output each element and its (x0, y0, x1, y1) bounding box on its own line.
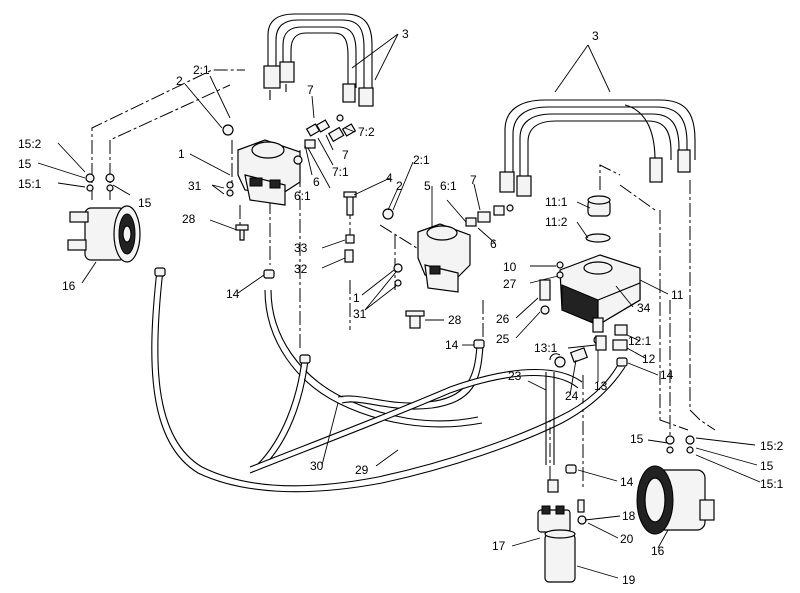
upper-hoses-right (499, 99, 696, 197)
callout-label: 13:1 (534, 341, 558, 355)
callout-label: 34 (637, 301, 651, 315)
hose-fitting (677, 149, 691, 173)
callout-label: 2 (396, 179, 403, 193)
callout-label: 7:1 (332, 165, 349, 179)
callout-label: 18 (622, 509, 636, 523)
callout-label: 16 (62, 279, 76, 293)
reservoir-tank (539, 195, 641, 351)
hose-fitting (649, 157, 663, 183)
callout-label: 30 (310, 459, 324, 473)
callout-label: 17 (492, 539, 506, 553)
callout-label: 15:2 (760, 439, 784, 453)
callout-label: 19 (622, 573, 636, 587)
callout-label: 2:1 (193, 63, 210, 77)
callout-label: 25 (496, 332, 510, 346)
callout-label: 12 (642, 352, 656, 366)
upper-hoses-left (263, 13, 374, 107)
callout-labels: 3 3 2:1 2 7 7:2 7 7:1 6 6:1 15:2 15 15:1… (18, 27, 784, 587)
callout-label: 16 (651, 544, 665, 558)
callout-label: 11:2 (545, 215, 568, 229)
callout-label: 14 (226, 287, 240, 301)
callout-label: 15:1 (18, 177, 42, 191)
callout-label: 15:1 (760, 477, 784, 491)
callout-label: 10 (503, 260, 517, 274)
callout-label: 1 (178, 147, 185, 161)
callout-label: 31 (188, 179, 202, 193)
callout-label: 31 (353, 307, 367, 321)
return-hoses (151, 269, 626, 493)
hose-fitting (263, 65, 281, 89)
bolt-spacer (343, 191, 357, 263)
callout-label: 3 (592, 29, 599, 43)
callout-label: 28 (448, 313, 462, 327)
leader-lines (37, 33, 761, 579)
callout-label: 7:2 (358, 125, 375, 139)
callout-label: 26 (496, 312, 510, 326)
callout-label: 11:1 (545, 195, 568, 209)
hose-fitting (516, 175, 532, 197)
callout-label: 11 (671, 288, 684, 302)
callout-label: 15 (760, 459, 774, 473)
callout-label: 15 (138, 196, 152, 210)
callout-label: 1 (353, 291, 360, 305)
callout-label: 24 (565, 389, 579, 403)
callout-label: 2 (176, 74, 183, 88)
hose-fitting (358, 87, 374, 107)
callout-label: 13 (594, 379, 608, 393)
callout-label: 14 (660, 368, 674, 382)
callout-label: 6:1 (440, 179, 457, 193)
valve-assembly-upper (222, 124, 303, 241)
hydraulic-motor-left (67, 173, 141, 263)
callout-label: 3 (402, 27, 409, 41)
filter-assembly (537, 479, 587, 583)
callout-label: 29 (355, 463, 369, 477)
callout-label: 20 (620, 532, 634, 546)
callout-label: 12:1 (628, 334, 652, 348)
callout-label: 5 (424, 179, 431, 193)
fittings-lower (554, 335, 607, 368)
hose-clamps (154, 267, 628, 474)
callout-label: 6:1 (294, 189, 311, 203)
hose-fitting (499, 171, 515, 193)
callout-label: 2:1 (413, 153, 430, 167)
callout-label: 14 (620, 475, 634, 489)
callout-label: 15 (630, 432, 644, 446)
hydraulic-motor-right (636, 435, 715, 535)
callout-label: 32 (294, 262, 308, 276)
callout-label: 7 (342, 148, 349, 162)
callout-label: 14 (445, 338, 459, 352)
valve-assembly-middle (382, 204, 514, 329)
callout-label: 4 (386, 171, 393, 185)
callout-label: 33 (294, 241, 308, 255)
hose-fitting (279, 61, 295, 83)
callout-label: 15:2 (18, 137, 42, 151)
callout-label: 7 (307, 83, 314, 97)
callout-label: 7 (470, 173, 477, 187)
drain-hose (545, 353, 561, 465)
callout-label: 15 (18, 157, 32, 171)
callout-label: 23 (508, 369, 522, 383)
callout-label: 6 (490, 237, 497, 251)
callout-label: 28 (182, 212, 196, 226)
hose-fitting (342, 83, 356, 103)
callout-label: 6 (313, 175, 320, 189)
callout-label: 27 (503, 277, 517, 291)
